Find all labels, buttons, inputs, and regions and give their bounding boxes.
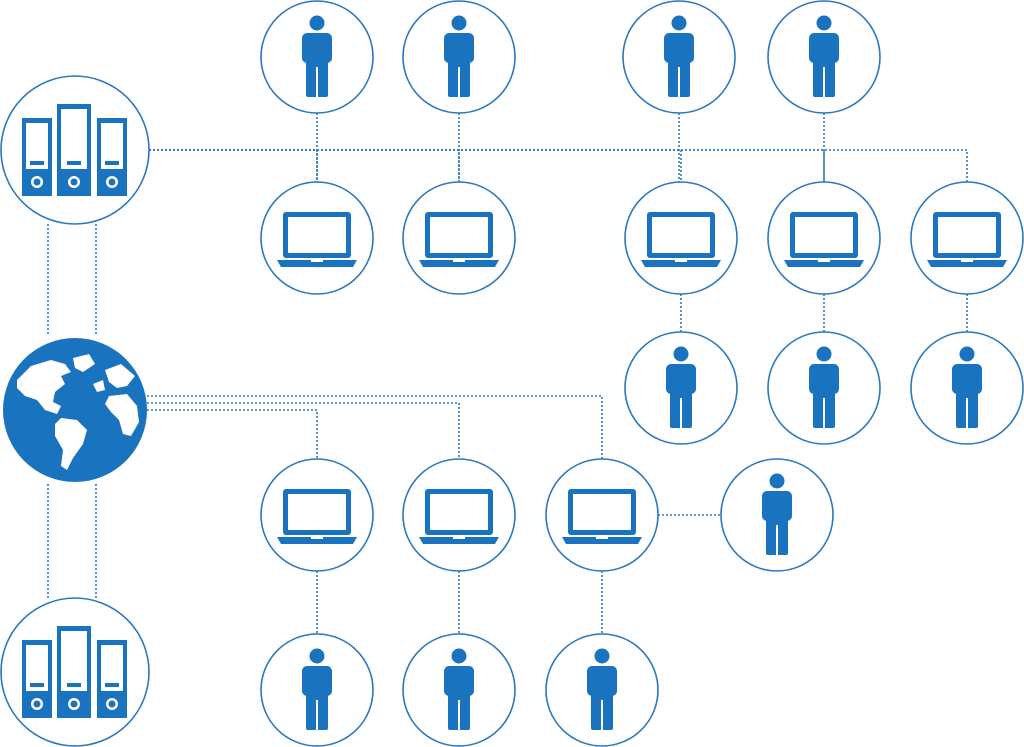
person-icon: [807, 346, 841, 429]
connector-server-top-laptop-2: [149, 149, 460, 182]
node-laptop-7: [402, 458, 516, 572]
connector-globe-laptop-8: [147, 395, 603, 459]
node-user-1: [260, 0, 374, 114]
person-icon: [664, 346, 698, 429]
node-user-5: [624, 331, 738, 445]
node-laptop-3: [624, 181, 738, 295]
person-icon: [300, 15, 334, 98]
laptop-icon: [641, 212, 721, 267]
server-cabinets-icon: [22, 626, 127, 718]
connector-globe-laptop-7: [147, 402, 460, 459]
node-user-8: [720, 458, 834, 572]
node-user-11: [545, 633, 659, 747]
person-icon: [807, 15, 841, 98]
person-icon: [662, 15, 696, 98]
node-laptop-8: [545, 458, 659, 572]
node-user-10: [402, 633, 516, 747]
connector-globe-laptop-6: [147, 409, 318, 459]
person-icon: [760, 473, 794, 556]
node-laptop-2: [402, 181, 516, 295]
laptop-icon: [277, 489, 357, 544]
person-icon: [585, 648, 619, 731]
laptop-icon: [784, 212, 864, 267]
connector-server-top-laptop-5: [149, 149, 968, 182]
person-icon: [442, 15, 476, 98]
laptop-icon: [927, 212, 1007, 267]
node-user-7: [910, 331, 1024, 445]
node-server-bottom: [0, 597, 150, 747]
laptop-icon: [562, 489, 642, 544]
node-globe: [3, 338, 147, 482]
connector-lines: [47, 113, 968, 634]
laptop-icon: [277, 212, 357, 267]
node-laptop-5: [910, 181, 1024, 295]
connector-server-top-laptop-1: [149, 149, 318, 182]
server-cabinets-icon: [22, 104, 127, 196]
connector-server-top-laptop-3: [149, 149, 682, 182]
node-user-2: [402, 0, 516, 114]
person-icon: [442, 648, 476, 731]
node-laptop-6: [260, 458, 374, 572]
laptop-icon: [419, 489, 499, 544]
globe-icon: [3, 338, 147, 482]
node-user-4: [767, 0, 881, 114]
person-icon: [950, 346, 984, 429]
node-laptop-4: [767, 181, 881, 295]
node-server-top: [0, 75, 150, 225]
laptop-icon: [419, 212, 499, 267]
node-user-6: [767, 331, 881, 445]
connector-server-top-laptop-4: [149, 149, 825, 182]
person-icon: [300, 648, 334, 731]
node-laptop-1: [260, 181, 374, 295]
node-user-3: [622, 0, 736, 114]
node-user-9: [260, 633, 374, 747]
